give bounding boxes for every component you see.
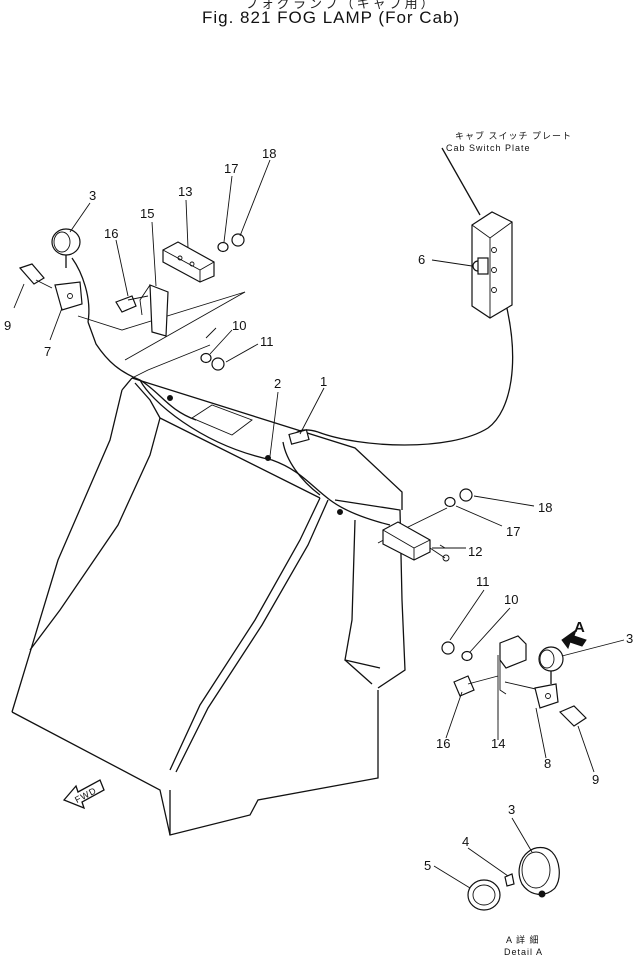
left-fasteners — [200, 233, 245, 371]
harness-connector — [288, 429, 310, 445]
right-upper-fasteners — [444, 488, 473, 508]
part-label-12: 12 — [468, 544, 482, 559]
part-label-16: 16 — [436, 736, 450, 751]
part-label-9: 9 — [592, 772, 599, 787]
right-fog-lamp — [441, 635, 587, 727]
figure-title-block: フォグランプ（キャブ用） Fig. 821 FOG LAMP (For Cab) — [0, 0, 637, 40]
part-label-1: 1 — [320, 374, 327, 389]
figure-title-japanese: フォグランプ（キャブ用） — [245, 0, 437, 11]
part-label-14: 14 — [491, 736, 505, 751]
part-label-10: 10 — [232, 318, 246, 333]
detail-a-marker: A — [574, 619, 585, 636]
part-label-6: 6 — [418, 252, 425, 267]
part-labels: 3 16 15 13 17 18 6 9 7 10 11 2 1 18 17 1… — [4, 146, 633, 873]
part-label-3: 3 — [508, 802, 515, 817]
cab-switch-plate-label-japanese: キャブ スイッチ プレート — [455, 130, 572, 141]
part-label-13: 13 — [178, 184, 192, 199]
part-label-18: 18 — [262, 146, 276, 161]
part-label-4: 4 — [462, 834, 469, 849]
part-label-3: 3 — [626, 631, 633, 646]
detail-a-arrow-icon — [561, 628, 587, 650]
part-label-18: 18 — [538, 500, 552, 515]
part-label-2: 2 — [274, 376, 281, 391]
part-label-10: 10 — [504, 592, 518, 607]
part-label-11: 11 — [476, 574, 490, 589]
leader-lines — [13, 159, 625, 889]
detail-a-label: Detail A — [504, 947, 543, 957]
harness-clip — [265, 455, 271, 461]
part-label-11: 11 — [260, 334, 274, 349]
part-label-3: 3 — [89, 188, 96, 203]
left-connector-bar — [162, 241, 215, 283]
harness-clip — [337, 509, 343, 515]
detail-a-view — [467, 846, 560, 911]
left-fog-lamp — [18, 228, 83, 311]
harness-clip — [167, 395, 173, 401]
left-bracket — [115, 284, 169, 337]
part-label-16: 16 — [104, 226, 118, 241]
right-connector-bar — [382, 521, 450, 562]
fwd-arrow-icon — [62, 779, 105, 810]
cab-switch-plate-label: Cab Switch Plate — [446, 143, 531, 153]
part-label-5: 5 — [424, 858, 431, 873]
part-label-17: 17 — [506, 524, 520, 539]
part-label-17: 17 — [224, 161, 238, 176]
figure-title: Fig. 821 FOG LAMP (For Cab) — [202, 8, 461, 27]
part-label-7: 7 — [44, 344, 51, 359]
cab-switch-plate — [441, 147, 513, 319]
cab-outline — [11, 344, 406, 836]
detail-a-label-japanese: A 詳 細 — [506, 934, 540, 945]
part-label-15: 15 — [140, 206, 154, 221]
part-label-9: 9 — [4, 318, 11, 333]
part-label-8: 8 — [544, 756, 551, 771]
